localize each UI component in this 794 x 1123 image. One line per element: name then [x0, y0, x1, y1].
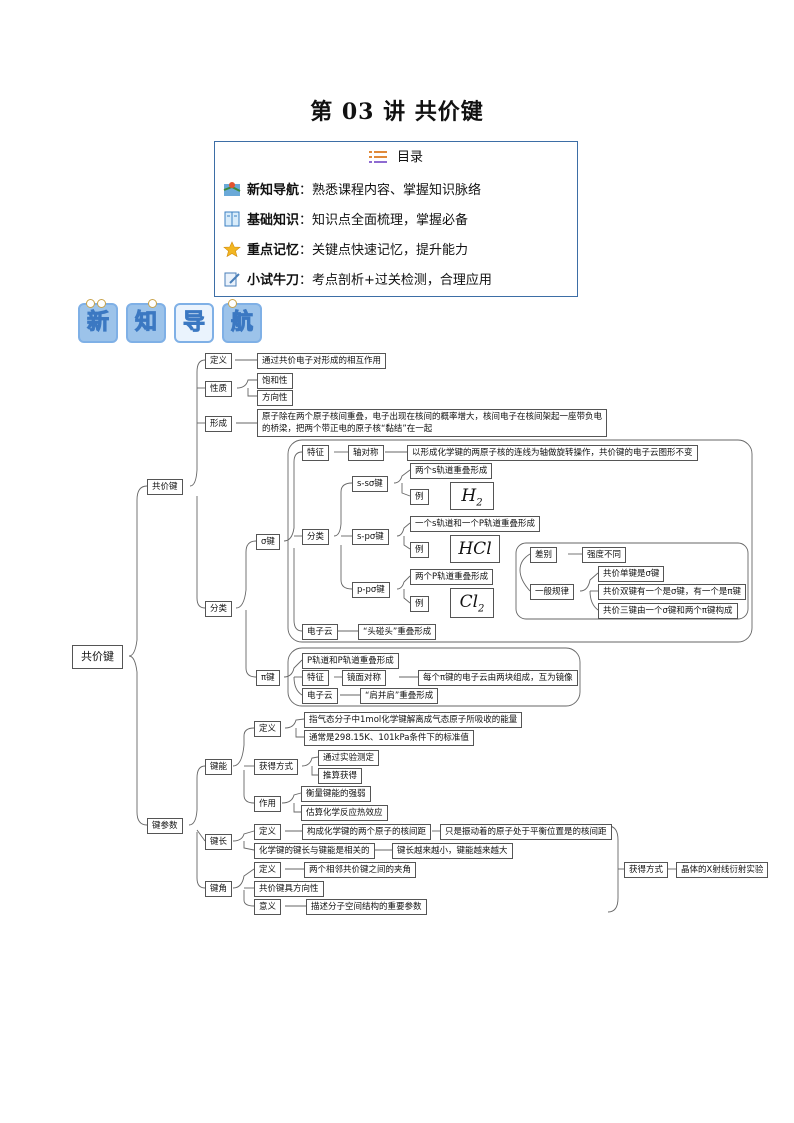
decor-dot: [97, 299, 106, 308]
node-saturation[interactable]: 饱和性: [257, 373, 293, 389]
node-bond-angle-direction[interactable]: 共价键具方向性: [254, 881, 324, 897]
toc-item-1[interactable]: 新知导航：熟悉课程内容、掌握知识脉络: [223, 179, 481, 198]
node-formation-value[interactable]: 原子除在两个原子核间重叠，电子出现在核间的概率增大，核间电子在核间架起一座带负电…: [257, 409, 607, 437]
example-h2[interactable]: H2: [450, 482, 494, 510]
list-icon: [368, 151, 387, 167]
toc-item-4[interactable]: 小试牛刀：考点剖析+过关检测，合理应用: [223, 269, 492, 288]
map-icon: [223, 181, 241, 197]
node-pi-value[interactable]: P轨道和P轨道重叠形成: [302, 653, 399, 669]
decor-dot: [228, 299, 237, 308]
node-property[interactable]: 性质: [205, 381, 233, 397]
banner-tile: 新: [78, 303, 118, 343]
node-definition[interactable]: 定义: [254, 862, 282, 878]
node-function-estimate[interactable]: 估算化学反应热效应: [301, 805, 388, 821]
example-hcl[interactable]: HCl: [450, 535, 500, 563]
node-feature[interactable]: 特征: [302, 445, 330, 461]
node-example[interactable]: 例: [410, 489, 429, 505]
node-definition[interactable]: 定义: [205, 353, 233, 369]
node-bond-length-relation-value[interactable]: 键长越来越小，键能越来越大: [392, 843, 513, 859]
node-subclass[interactable]: 分类: [302, 529, 330, 545]
banner-tile: 航: [222, 303, 262, 343]
node-sp-sigma[interactable]: s-pσ键: [352, 529, 389, 545]
node-rule-single[interactable]: 共价单键是σ键: [598, 566, 665, 582]
node-definition-value[interactable]: 通过共价电子对形成的相互作用: [257, 353, 387, 369]
node-feature[interactable]: 特征: [302, 670, 330, 686]
node-directionality[interactable]: 方向性: [257, 390, 293, 406]
banner-tile: 知: [126, 303, 166, 343]
node-electron-cloud[interactable]: 电子云: [302, 688, 338, 704]
node-difference-value[interactable]: 强度不同: [582, 547, 627, 563]
decor-dot: [148, 299, 157, 308]
node-bond-length-def[interactable]: 构成化学键的两个原子的核间距: [302, 824, 432, 840]
toc-item-2[interactable]: 基础知识：知识点全面梳理，掌握必备: [223, 209, 468, 228]
node-acquisition[interactable]: 获得方式: [624, 862, 669, 878]
node-acquisition-experiment[interactable]: 通过实验测定: [318, 750, 380, 766]
node-electron-cloud-value[interactable]: “头碰头”重叠形成: [358, 624, 437, 640]
mindmap-root[interactable]: 共价键: [72, 645, 123, 669]
node-significance[interactable]: 意义: [254, 899, 282, 915]
node-general-rule[interactable]: 一般规律: [530, 584, 575, 600]
node-function[interactable]: 作用: [254, 796, 282, 812]
node-bond-length[interactable]: 键长: [205, 834, 233, 850]
node-formation[interactable]: 形成: [205, 416, 233, 432]
node-sigma-bond[interactable]: σ键: [256, 534, 280, 550]
node-electron-cloud-value[interactable]: “肩并肩”重叠形成: [360, 688, 439, 704]
toc-heading: 目录: [215, 146, 577, 167]
node-acquisition[interactable]: 获得方式: [254, 759, 299, 775]
node-bond-energy-def[interactable]: 指气态分子中1mol化学键解离成气态原子所吸收的能量: [304, 712, 523, 728]
node-bond-parameters[interactable]: 键参数: [147, 818, 183, 834]
banner-tile: 导: [174, 303, 214, 343]
node-bond-angle-def[interactable]: 两个相邻共价键之间的夹角: [304, 862, 417, 878]
node-xray-diffraction[interactable]: 晶体的X射线衍射实验: [676, 862, 769, 878]
book-icon: [223, 211, 241, 227]
node-example[interactable]: 例: [410, 542, 429, 558]
table-of-contents: 目录 新知导航：熟悉课程内容、掌握知识脉络 基础知识：知识点全面梳理，掌握必备 …: [214, 141, 578, 297]
node-covalent-bond[interactable]: 共价键: [147, 479, 183, 495]
node-axial-symmetry[interactable]: 轴对称: [348, 445, 384, 461]
node-difference[interactable]: 差别: [530, 547, 558, 563]
node-bond-length-relation[interactable]: 化学键的键长与键能是相关的: [254, 843, 375, 859]
pencil-icon: [223, 271, 241, 287]
node-acquisition-calc[interactable]: 推算获得: [318, 768, 363, 784]
decor-dot: [86, 299, 95, 308]
node-pp-value[interactable]: 两个P轨道重叠形成: [410, 569, 494, 585]
node-sp-value[interactable]: 一个s轨道和一个P轨道重叠形成: [410, 516, 541, 532]
node-electron-cloud[interactable]: 电子云: [302, 624, 338, 640]
page-title: 第 03 讲 共价键: [310, 99, 484, 125]
node-bond-angle[interactable]: 键角: [205, 881, 233, 897]
node-definition[interactable]: 定义: [254, 824, 282, 840]
node-mirror-symmetry-value[interactable]: 每个π键的电子云由两块组成，互为镜像: [418, 670, 578, 686]
node-axial-symmetry-value[interactable]: 以形成化学键的两原子核的连线为轴做旋转操作，共价键的电子云图形不变: [407, 445, 698, 461]
node-example[interactable]: 例: [410, 596, 429, 612]
node-classification[interactable]: 分类: [205, 601, 233, 617]
node-bond-energy[interactable]: 键能: [205, 759, 233, 775]
node-rule-triple[interactable]: 共价三键由一个σ键和两个π键构成: [598, 603, 738, 619]
node-definition[interactable]: 定义: [254, 721, 282, 737]
node-pp-sigma[interactable]: p-pσ键: [352, 582, 390, 598]
node-bond-energy-standard[interactable]: 通常是298.15K、101kPa条件下的标准值: [304, 730, 474, 746]
node-ss-value[interactable]: 两个s轨道重叠形成: [410, 463, 493, 479]
node-function-measure[interactable]: 衡量键能的强弱: [301, 786, 371, 802]
node-rule-double[interactable]: 共价双键有一个是σ键，有一个是π键: [598, 584, 747, 600]
star-icon: [223, 241, 241, 258]
node-mirror-symmetry[interactable]: 镜面对称: [342, 670, 387, 686]
toc-item-3[interactable]: 重点记忆：关键点快速记忆，提升能力: [223, 239, 468, 258]
node-bond-angle-significance[interactable]: 描述分子空间结构的重要参数: [306, 899, 427, 915]
example-cl2[interactable]: Cl2: [450, 588, 494, 618]
node-pi-bond[interactable]: π键: [256, 670, 280, 686]
node-ss-sigma[interactable]: s-sσ键: [352, 476, 388, 492]
node-bond-length-note[interactable]: 只是振动着的原子处于平衡位置是的核间距: [440, 824, 612, 840]
